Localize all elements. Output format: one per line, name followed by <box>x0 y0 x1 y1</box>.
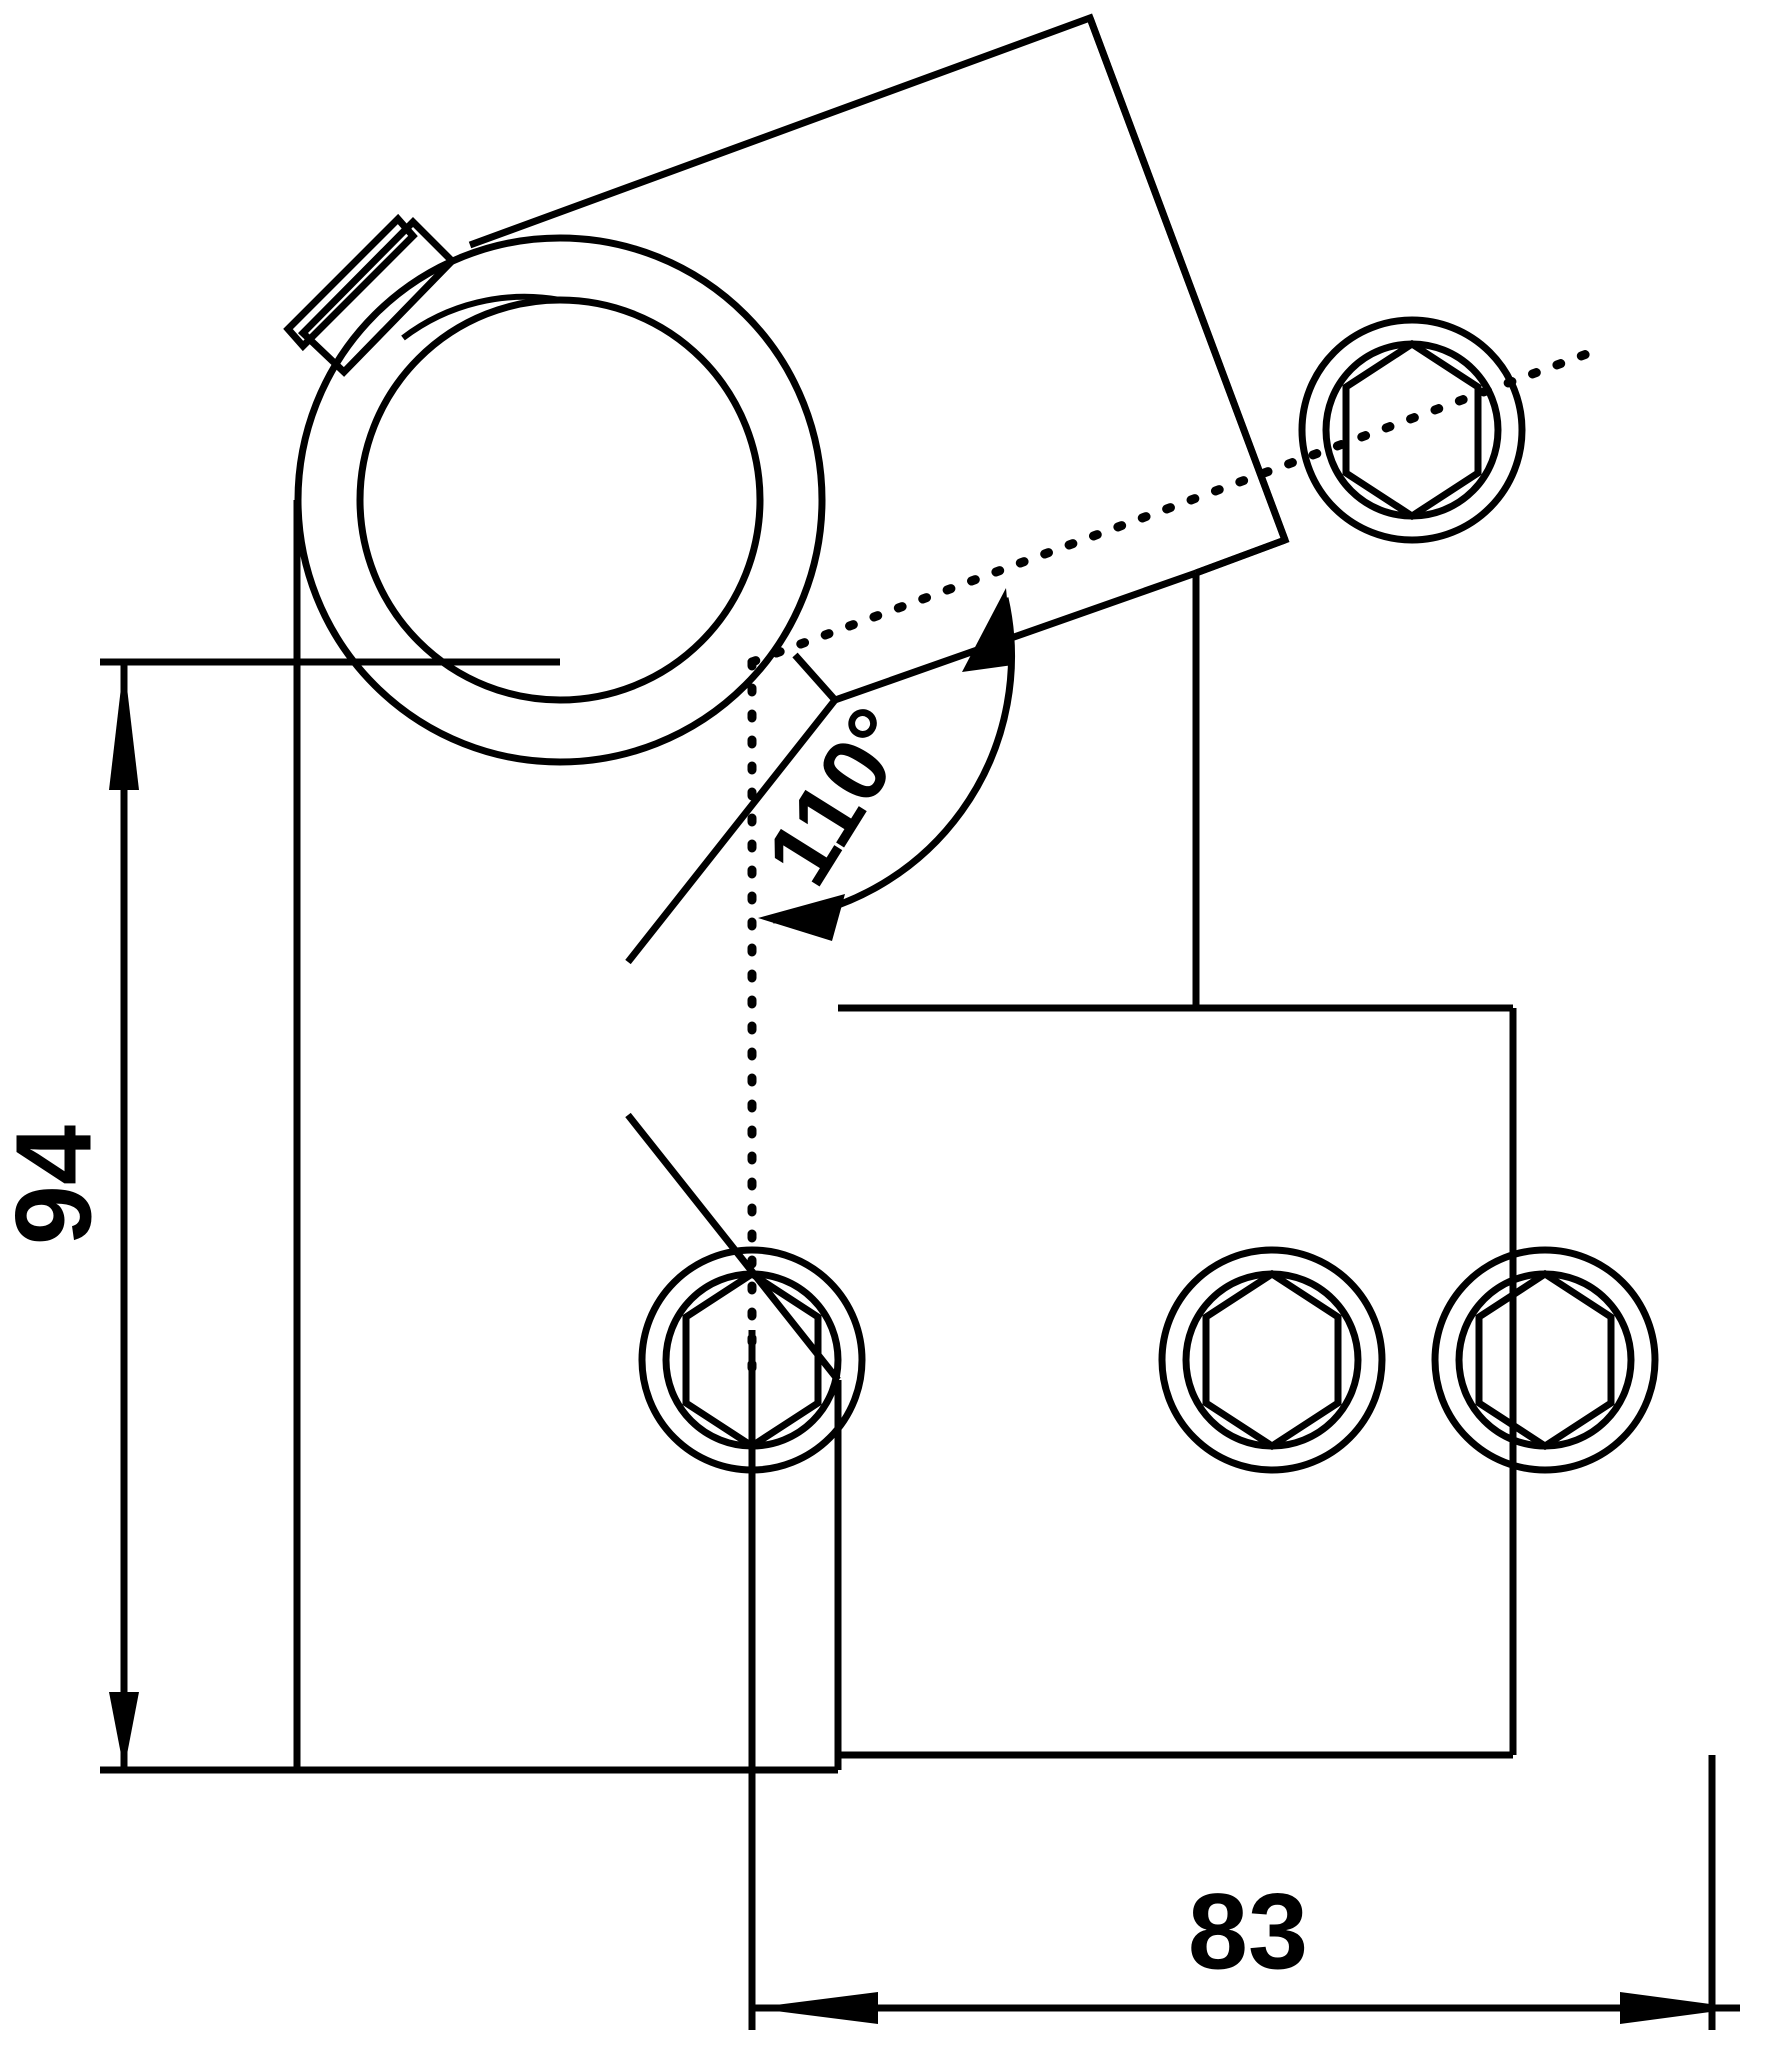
hex-socket-lower-right <box>1475 1269 1615 1451</box>
body-diagonal-rib <box>625 697 838 965</box>
branch-axis-dotted <box>747 347 1597 667</box>
lower-body-right-step <box>834 573 1517 1759</box>
dim-94-arrow-top <box>109 662 139 790</box>
socket-screw-upper-right <box>1298 316 1526 544</box>
ring-outer-circle <box>294 234 826 766</box>
ring-bore-chamfer-arc <box>401 293 561 341</box>
body-diagonal-rib-lower <box>625 1112 841 1383</box>
main-collar-ring <box>294 234 826 766</box>
angle-arc-arrow-end <box>962 588 1013 672</box>
hex-socket-lower-middle <box>1202 1269 1342 1451</box>
dim-83-arrow-right <box>1620 1992 1740 2024</box>
clamp-lug-tab <box>283 213 457 377</box>
ring-inner-circle <box>356 296 764 704</box>
hex-socket-upper-right <box>1342 339 1482 521</box>
socket-screw-lower-middle <box>1158 1246 1386 1474</box>
height-dimension-text: 94 <box>0 1125 114 1245</box>
width-dimension-text: 83 <box>1188 1871 1308 1992</box>
dim-94-arrow-bottom <box>109 1692 139 1770</box>
angled-arm-lower-edge <box>792 569 1198 704</box>
angled-branch-arm <box>468 13 1290 760</box>
dim-83-arrow-left <box>752 1992 878 2024</box>
angle-arc-arrow-start <box>758 894 845 941</box>
socket-screw-lower-right <box>1431 1246 1659 1474</box>
